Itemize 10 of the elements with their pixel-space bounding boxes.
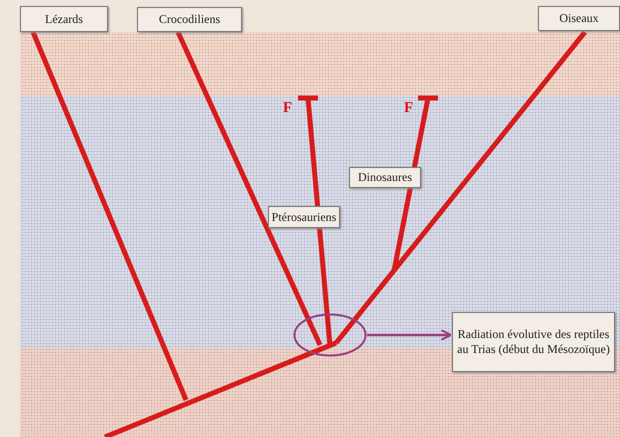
taxon-label: Lézards <box>20 6 108 32</box>
fossil-mark: F <box>404 100 414 117</box>
branch-label: Dinosaures <box>349 167 421 188</box>
taxon-label: Oiseaux <box>538 6 620 31</box>
highlight-ellipse <box>293 313 367 357</box>
arrow <box>367 329 452 341</box>
fossil-mark: F <box>283 100 292 117</box>
taxon-label: Crocodiliens <box>137 7 242 32</box>
branch-label: Ptérosauriens <box>268 206 340 228</box>
note-box: Radiation évolutive des reptiles au Trias (début du Mésozoïque) <box>452 312 615 372</box>
